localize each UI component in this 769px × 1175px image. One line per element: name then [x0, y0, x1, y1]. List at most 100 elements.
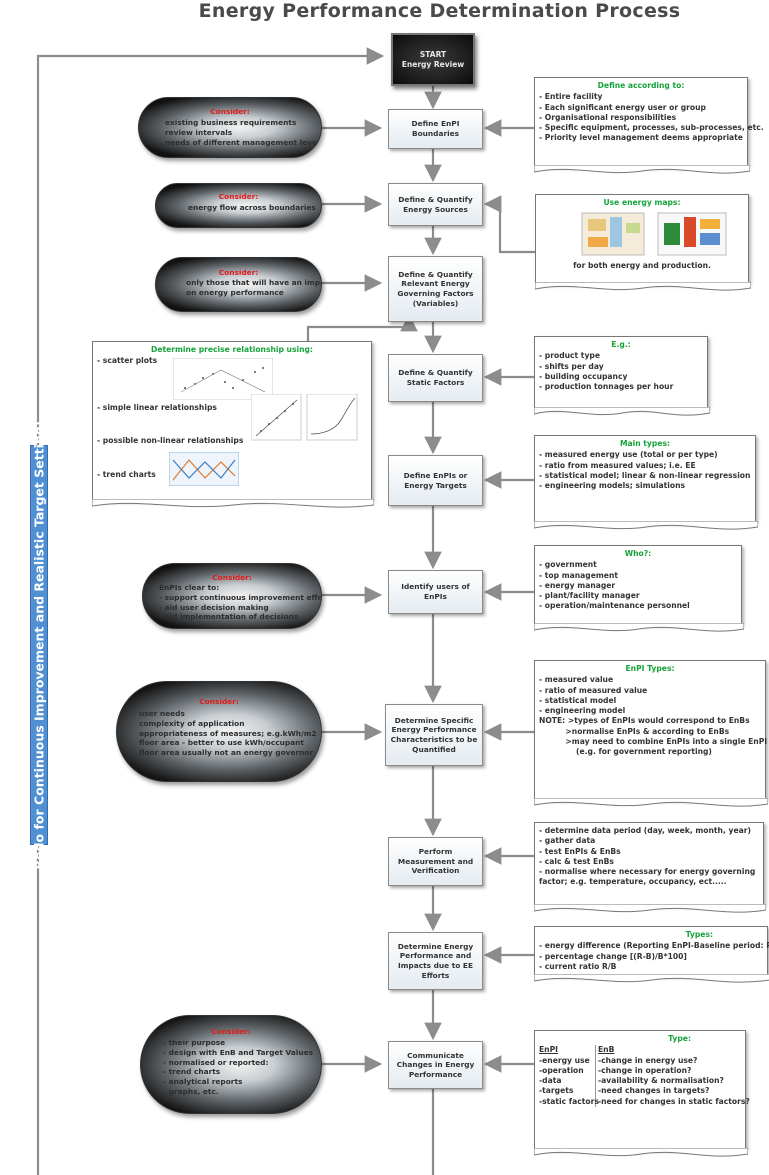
consider-line: - normalised or reported: [163, 1057, 269, 1067]
consider-line: appropriateness of measures; e.g.kWh/m2 [139, 728, 317, 738]
note-precise-relationship: Determine precise relationship using: - … [92, 341, 374, 508]
consider-line: on energy performance [186, 287, 284, 297]
banner-label: Redo for Continuous Improvement and Real… [31, 420, 47, 870]
consider-communicate-pill: Consider: - their purpose - design with … [140, 1015, 322, 1114]
note-line: - product type [539, 351, 600, 361]
consider-line: complexity of application [139, 718, 245, 728]
note-line: >may need to combine EnPIs into a single… [539, 736, 768, 746]
note-header: Type: [668, 1034, 691, 1043]
note-header: Types: [685, 930, 713, 939]
step-determine-characteristics: Determine Specific Energy Performance Ch… [385, 704, 483, 766]
step-determine-performance-impacts: Determine Energy Performance and Impacts… [388, 932, 483, 990]
note-line: - ratio of measured value [539, 685, 648, 695]
consider-title: Consider: [211, 1027, 251, 1036]
note-line: >normalise EnPIs & according to EnBs [539, 726, 730, 736]
note-line: - statistical model; linear & non-linear… [539, 470, 751, 480]
note-line: - statistical model [539, 695, 617, 705]
note-line: - shifts per day [539, 361, 604, 371]
step-define-governing-factors: Define & Quantify Relevant Energy Govern… [388, 256, 483, 322]
note-line: - trend charts [97, 470, 156, 479]
step-measurement-verification: Perform Measurement and Verification [388, 837, 483, 886]
consider-boundaries-pill: Consider: existing business requirements… [138, 97, 322, 158]
linear-nonlinear-thumbnails [251, 394, 358, 441]
note-line: NOTE: >types of EnPIs would correspond t… [539, 716, 750, 726]
note-static-factors-eg: E.g.: - product type - shifts per day - … [534, 336, 710, 416]
note-line: - top management [539, 570, 618, 580]
step-identify-users: Identify users of EnPIs [388, 570, 483, 614]
note-header: Main types: [619, 439, 671, 448]
consider-line: existing business requirements [165, 118, 297, 127]
note-line: - simple linear relationships [97, 403, 217, 412]
step-define-energy-sources: Define & Quantify Energy Sources [388, 183, 483, 226]
note-line: -targets [539, 1086, 574, 1096]
consider-line: - aid user decision making [159, 602, 269, 612]
note-line: -static factors [539, 1096, 599, 1106]
note-header: Define according to: [597, 81, 685, 90]
note-line: - test EnPIs & EnBs [539, 846, 621, 856]
energy-map-images [581, 212, 727, 256]
step-define-enpis: Define EnPIs or Energy Targets [388, 455, 483, 506]
consider-line: - support continuous improvement efforts [159, 592, 322, 602]
note-define-according-to: Define according to: - Entire facility -… [534, 77, 764, 174]
note-line: - engineering model [539, 706, 626, 715]
note-line: factor; e.g. temperature, occupancy, ect… [539, 877, 727, 887]
note-line: - plant/facility manager [539, 591, 640, 600]
note-line: - Organisational responsibilities [539, 112, 677, 122]
note-line: - operation/maintenance personnel [539, 601, 690, 611]
note-line: -need changes in targets? [598, 1086, 710, 1096]
note-line: - measured value [539, 675, 614, 685]
start-label: START [419, 49, 447, 59]
note-header: Use energy maps: [603, 198, 681, 207]
start-sublabel: Energy Review [401, 59, 465, 69]
note-line: - engineering models; simulations [539, 481, 685, 490]
trend-chart-thumbnail [169, 452, 239, 486]
note-header: E.g.: [611, 340, 631, 349]
consider-line: review intervals [165, 127, 233, 137]
enpi-column-header: EnPI [539, 1045, 558, 1055]
note-line: -need for changes in static factors? [598, 1096, 750, 1106]
consider-line: - analytical reports [163, 1077, 243, 1087]
page-title: Energy Performance Determination Process [198, 0, 681, 22]
note-line: - Entire facility [539, 92, 603, 102]
note-line: - Specific equipment, processes, sub-pro… [539, 123, 764, 132]
consider-title: Consider: [218, 192, 259, 201]
note-who: Who?: - government - top management - en… [534, 545, 744, 632]
note-measurement-steps: - determine data period (day, week, mont… [534, 822, 766, 913]
note-line: -change in energy use? [598, 1055, 698, 1065]
consider-line: floor area - better to use kWh/occupant [139, 738, 304, 748]
enb-column-header: EnB [598, 1045, 615, 1055]
consider-line: - their purpose [163, 1038, 226, 1047]
consider-title: Consider: [199, 697, 239, 706]
consider-line: - aid implementation of decisions [159, 612, 299, 622]
note-header: EnPI Types: [625, 664, 675, 673]
note-line: - Each significant energy user or group [539, 102, 706, 112]
note-enpi-types: EnPI Types: - measured value - ratio of … [534, 660, 768, 807]
consider-line: energy flow across boundaries [188, 203, 316, 212]
consider-line: floor area usually not an energy governo… [139, 748, 314, 758]
consider-users-pill: Consider: EnPIs clear to: - support cont… [142, 563, 322, 629]
note-impact-types: Types: - energy difference (Reporting En… [534, 926, 769, 983]
scatter-plot-thumbnail [173, 358, 273, 400]
step-define-enpi-boundaries: Define EnPI Boundaries [388, 109, 483, 149]
consider-title: Consider: [210, 107, 250, 116]
note-line: - energy difference (Reporting EnPI-Base… [539, 941, 769, 951]
note-main-types: Main types: - measured energy use (total… [534, 435, 758, 530]
note-header: Determine precise relationship using: [151, 345, 313, 354]
consider-line: - trend charts [163, 1067, 221, 1077]
step-define-static-factors: Define & Quantify Static Factors [388, 354, 483, 402]
note-line: - current ratio R/B [539, 961, 617, 971]
note-line: -availability & normalisation? [598, 1076, 724, 1085]
note-line: - production tonnages per hour [539, 382, 674, 391]
note-line: - percentage change [(R-B)/B*100] [539, 951, 687, 961]
note-line: - building occupancy [539, 371, 628, 381]
start-node: START Energy Review [391, 33, 475, 86]
consider-sources-pill: Consider: energy flow across boundaries [155, 183, 322, 228]
note-line: -data [539, 1076, 562, 1085]
note-line: - government [539, 560, 597, 570]
note-header: Who?: [624, 549, 652, 558]
note-line: - normalise where necessary for energy g… [539, 867, 756, 876]
note-line: - measured energy use (total or per type… [539, 450, 718, 460]
note-communicate-type: Type: EnPI -energy use -operation -data … [534, 1030, 750, 1157]
consider-line: - design with EnB and Target Values [163, 1047, 313, 1057]
note-line: - possible non-linear relationships [97, 436, 244, 445]
